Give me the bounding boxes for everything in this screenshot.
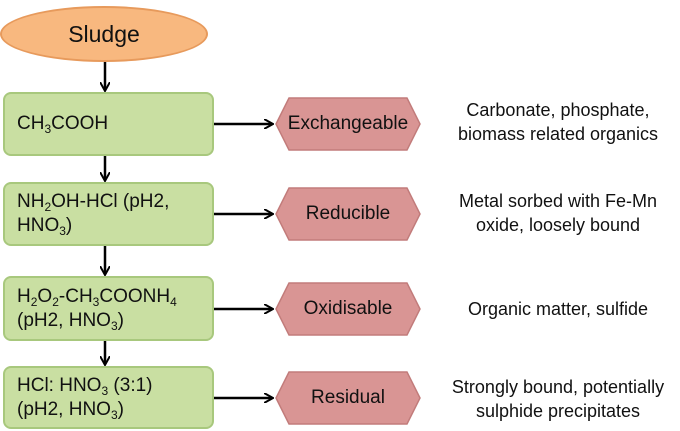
reagent-step-2: NH2OH-HCl (pH2,HNO3) bbox=[3, 182, 214, 246]
reagent-step-4: HCl: HNO3 (3:1)(pH2, HNO3) bbox=[3, 366, 214, 429]
description-line: sulphide precipitates bbox=[475, 401, 641, 421]
reagent-step-1-line-1: CH3COOH bbox=[17, 113, 109, 136]
reagent-step-3-line-2: (pH2, HNO3) bbox=[17, 309, 124, 333]
fraction-label: Exchangeable bbox=[287, 113, 409, 134]
fraction-label: Residual bbox=[311, 387, 385, 408]
description-line: Strongly bound, potentially bbox=[451, 377, 665, 397]
fraction-reducible: Reducible bbox=[275, 187, 421, 241]
description-step-1: Carbonate, phosphate, biomass related or… bbox=[436, 98, 680, 146]
reagent-step-2-line-2: HNO3) bbox=[17, 215, 73, 238]
fraction-residual: Residual bbox=[275, 371, 421, 425]
sludge-label: Sludge bbox=[68, 20, 140, 47]
reagent-step-3: H2O2-CH3COONH4(pH2, HNO3) bbox=[3, 276, 214, 341]
description-step-3: Organic matter, sulfide bbox=[436, 297, 680, 321]
description-step-2: Metal sorbed with Fe-Mn oxide, loosely b… bbox=[436, 189, 680, 237]
fraction-exchangeable: Exchangeable bbox=[275, 97, 421, 151]
reagent-step-4-line-2: (pH2, HNO3) bbox=[17, 398, 124, 422]
description-line: Carbonate, phosphate, bbox=[466, 100, 650, 120]
description-line: biomass related organics bbox=[457, 124, 659, 144]
reagent-step-3-line-1: H2O2-CH3COONH4 bbox=[17, 285, 177, 309]
reagent-step-1: CH3COOH bbox=[3, 92, 214, 156]
sludge-node: Sludge bbox=[0, 6, 208, 62]
description-line: Metal sorbed with Fe-Mn bbox=[458, 191, 658, 211]
reagent-step-2-line-1: NH2OH-HCl (pH2, bbox=[17, 191, 170, 214]
fraction-oxidisable: Oxidisable bbox=[275, 282, 421, 336]
description-line: Organic matter, sulfide bbox=[467, 299, 649, 319]
description-step-4: Strongly bound, potentially sulphide pre… bbox=[436, 375, 680, 423]
fraction-label: Reducible bbox=[305, 203, 391, 224]
description-line: oxide, loosely bound bbox=[475, 215, 641, 235]
reagent-step-4-line-1: HCl: HNO3 (3:1) bbox=[17, 374, 153, 398]
fraction-label: Oxidisable bbox=[303, 298, 393, 319]
